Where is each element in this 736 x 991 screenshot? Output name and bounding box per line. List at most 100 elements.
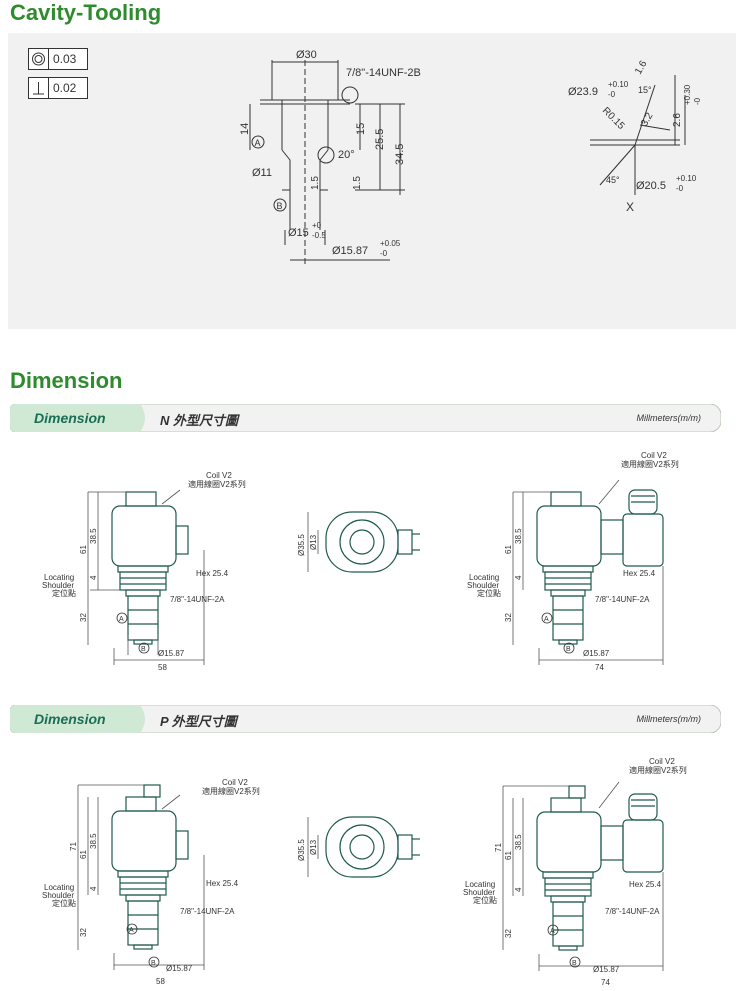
- p-left-h32: 32: [79, 928, 88, 937]
- n-left-hex-label: Hex 25.4: [196, 569, 229, 578]
- dimension-p-unit: Millmeters(m/m): [636, 714, 702, 724]
- h2-6-tol-up: +0.30: [683, 84, 692, 105]
- r1-6-label: 1.6: [633, 59, 650, 77]
- n-left-thread-label: 7/8"-14UNF-2A: [170, 595, 225, 604]
- thread-2b-label: 7/8"-14UNF-2B: [346, 67, 421, 79]
- n-left-locating-2: Shoulder: [42, 581, 74, 590]
- n-left-w58: 58: [158, 663, 167, 672]
- n-right-d15-87: Ø15.87: [583, 649, 610, 658]
- dimension-n-banner: Dimension N 外型尺寸圖 Millmeters(m/m): [10, 404, 721, 432]
- datum-b-marker: B: [273, 198, 287, 212]
- circularity-tolerance-box: 0.03: [28, 48, 88, 70]
- p-right-datum-b: B: [569, 956, 581, 968]
- p-left-coil-label: Coil V2: [222, 778, 248, 787]
- p-mid-d35-5: Ø35.5: [297, 839, 306, 861]
- n-left-datum-b: B: [138, 642, 150, 654]
- n-valve-connector-drawing: Coil V2 適用線圈V2系列 Locating Shoulder 定位點 H…: [467, 451, 679, 672]
- p-right-locating-3: 定位點: [473, 895, 497, 905]
- perpendicularity-tolerance-value: 0.02: [53, 81, 77, 95]
- p-mid-d13: Ø13: [309, 839, 318, 855]
- p-right-h38-5: 38.5: [514, 834, 523, 850]
- p-right-datum-a: A: [547, 924, 559, 936]
- n-right-h4: 4: [514, 575, 523, 580]
- cavity-tooling-title: Cavity-Tooling: [10, 0, 162, 25]
- p-left-datum-a: A: [126, 923, 138, 935]
- p-left-h38-5: 38.5: [89, 833, 98, 849]
- d23-9-tol-up: +0.10: [608, 80, 629, 89]
- p-left-locating-1: Locating: [44, 883, 74, 892]
- n-right-locating-1: Locating: [469, 573, 499, 582]
- svg-text:A: A: [255, 138, 261, 148]
- h1-5-label-b: 1.5: [352, 176, 363, 190]
- p-left-locating-2: Shoulder: [42, 891, 74, 900]
- d23-9-tol-down: -0: [608, 90, 616, 99]
- p-right-h71: 71: [494, 843, 503, 852]
- p-left-d15-87: Ø15.87: [166, 964, 193, 973]
- h34-5-label: 34.5: [394, 144, 406, 165]
- p-left-datum-b: B: [148, 956, 160, 968]
- n-coil-top-view: Ø35.5 Ø13: [297, 511, 420, 573]
- h2-6-label: 2.6: [672, 113, 683, 127]
- p-valve-connector-drawing: Coil V2 適用線圈V2系列 Locating Shoulder 定位點 H…: [463, 757, 687, 987]
- p-right-coil-desc: 適用線圈V2系列: [629, 765, 687, 775]
- x-section-label: X: [626, 200, 634, 214]
- n-right-locating-2: Shoulder: [467, 581, 499, 590]
- h14-label: 14: [239, 123, 251, 135]
- h1-5-label-a: 1.5: [310, 176, 321, 190]
- p-left-h71: 71: [69, 842, 78, 851]
- n-right-datum-a: A: [541, 612, 553, 624]
- n-right-w74: 74: [595, 663, 604, 672]
- datum-a-marker: A: [251, 135, 265, 149]
- d20-5-tol-up: +0.10: [676, 174, 697, 183]
- n-right-h38-5: 38.5: [514, 528, 523, 544]
- n-right-locating-3: 定位點: [477, 588, 501, 598]
- p-left-w58: 58: [156, 977, 165, 986]
- cavity-section-drawing: Ø30 7/8"-14UNF-2B 14 15 25.5 34.5 20° Ø1…: [239, 49, 421, 265]
- n-left-locating-3: 定位點: [52, 588, 76, 598]
- angle-45-label: 45°: [606, 175, 620, 185]
- n-right-h61: 61: [504, 545, 513, 554]
- n-left-h4: 4: [89, 575, 98, 580]
- p-right-coil-label: Coil V2: [649, 757, 675, 766]
- svg-text:A: A: [550, 928, 555, 935]
- p-right-w74: 74: [601, 978, 610, 987]
- d11-label: Ø11: [252, 167, 272, 179]
- n-left-locating-1: Locating: [44, 573, 74, 582]
- svg-text:B: B: [572, 960, 577, 967]
- p-left-h61: 61: [79, 850, 88, 859]
- dimension-p-banner: Dimension P 外型尺寸圖 Millmeters(m/m): [10, 705, 721, 733]
- angle-15-label: 15°: [638, 85, 652, 95]
- p-left-h4: 4: [89, 886, 98, 891]
- p-right-h4: 4: [514, 887, 523, 892]
- n-mid-d13: Ø13: [309, 534, 318, 550]
- d23-9-label: Ø23.9: [568, 86, 598, 98]
- p-right-thread-label: 7/8"-14UNF-2A: [605, 907, 660, 916]
- d30-label: Ø30: [296, 49, 317, 61]
- d15-label: Ø15: [288, 227, 309, 239]
- n-left-h32: 32: [79, 613, 88, 622]
- n-right-h32: 32: [504, 613, 513, 622]
- d20-5-tol-down: -0: [676, 184, 684, 193]
- d15-tol-up: +0: [312, 221, 322, 230]
- dimension-n-tab: Dimension: [34, 410, 106, 426]
- d15-tol-down: -0.5: [312, 231, 326, 240]
- n-mid-d35-5: Ø35.5: [297, 534, 306, 556]
- p-left-locating-3: 定位點: [52, 898, 76, 908]
- d15-87-tol-down: -0: [380, 249, 388, 258]
- n-right-coil-desc: 適用線圈V2系列: [621, 459, 679, 469]
- n-right-datum-b: B: [563, 642, 575, 654]
- perpendicularity-icon: [29, 78, 49, 98]
- dimension-n-unit: Millmeters(m/m): [636, 413, 702, 423]
- p-left-coil-desc: 適用線圈V2系列: [202, 786, 260, 796]
- p-right-h32: 32: [504, 929, 513, 938]
- p-right-h61: 61: [504, 851, 513, 860]
- p-right-locating-2: Shoulder: [463, 888, 495, 897]
- n-left-coil-desc: 適用線圈V2系列: [188, 479, 246, 489]
- h15-label: 15: [355, 123, 367, 135]
- angle-20-label: 20°: [338, 149, 355, 161]
- p-right-d15-87: Ø15.87: [593, 965, 620, 974]
- svg-text:B: B: [566, 646, 571, 653]
- dimension-p-tab: Dimension: [34, 711, 106, 727]
- circularity-tolerance-value: 0.03: [53, 52, 77, 66]
- svg-text:A: A: [129, 927, 134, 934]
